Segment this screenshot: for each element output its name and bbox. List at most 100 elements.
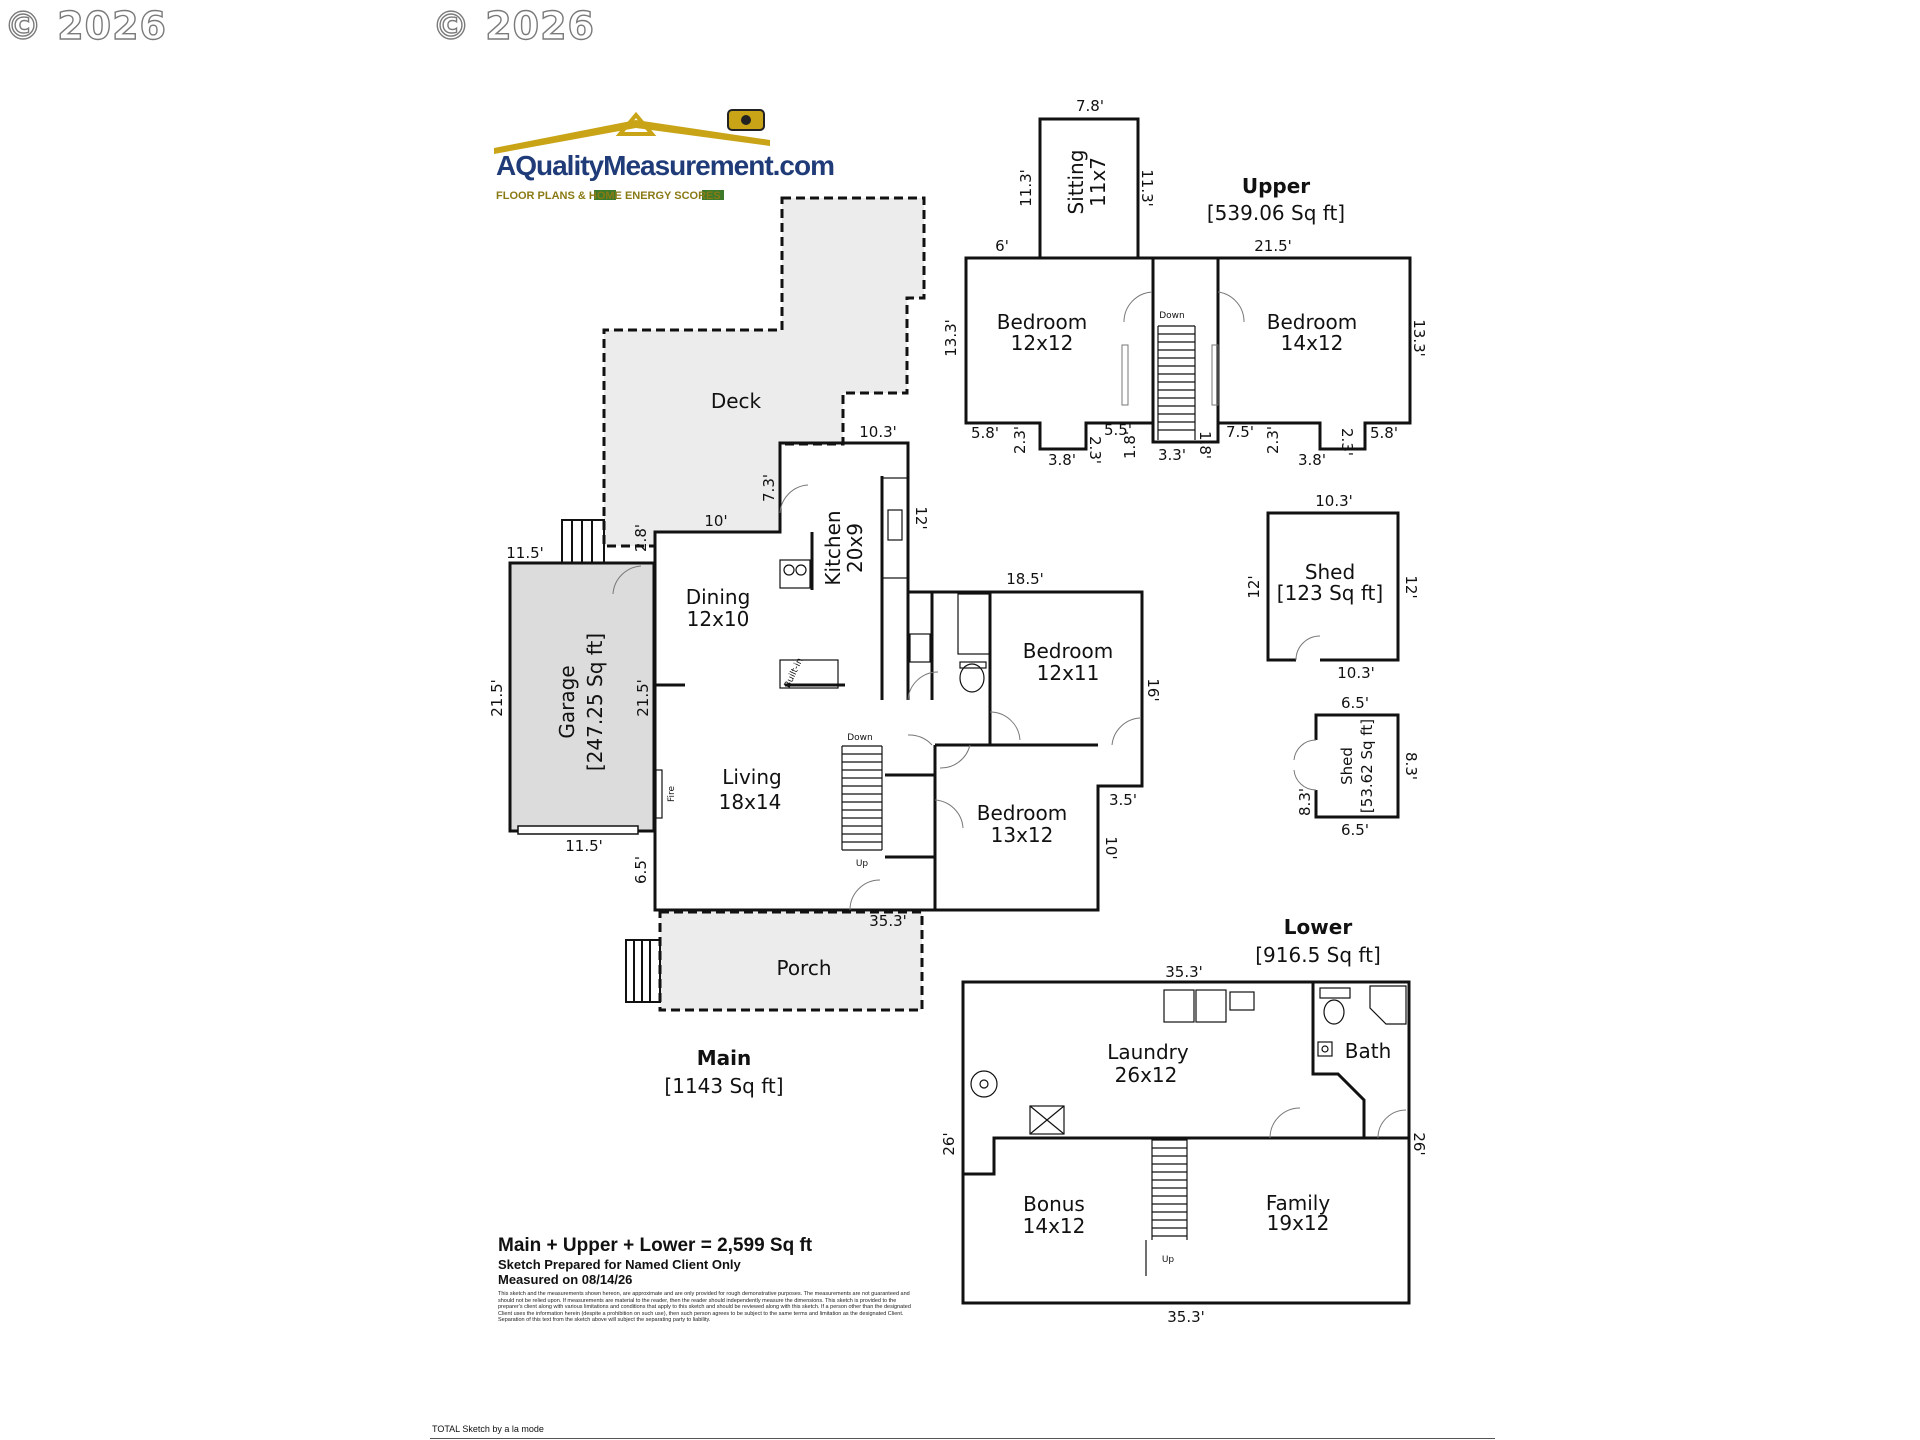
measured-date: Measured on 08/14/26 bbox=[498, 1272, 633, 1287]
dim-label: 11.3' bbox=[1017, 169, 1035, 207]
notes-block: Main + Upper + Lower = 2,599 Sq ft Sketc… bbox=[498, 1235, 918, 1324]
dim-label: 2.3' bbox=[1338, 428, 1356, 456]
dim-label: 11.5' bbox=[506, 544, 544, 562]
total-area: Main + Upper + Lower = 2,599 Sq ft bbox=[498, 1235, 813, 1256]
dim-label: 2.3' bbox=[1264, 426, 1282, 454]
room-laundry-name: Laundry bbox=[1107, 1040, 1189, 1064]
upper-floor bbox=[964, 117, 1412, 451]
dim-label: 3.8' bbox=[1298, 451, 1326, 469]
room-shed-large-size: [123 Sq ft] bbox=[1277, 581, 1383, 605]
fireplace-label: Fire bbox=[667, 786, 677, 803]
room-main-bed-2-size: 13x12 bbox=[991, 823, 1054, 847]
room-main-bed-1-name: Bedroom bbox=[1023, 639, 1113, 663]
room-sitting-name: Sitting bbox=[1064, 150, 1088, 215]
dim-label: 21.5' bbox=[1254, 237, 1292, 255]
dim-label: 6.5' bbox=[632, 856, 650, 884]
dim-label: 13.3' bbox=[1410, 319, 1428, 357]
dim-label: 5.8' bbox=[971, 424, 999, 442]
dim-label: 21.5' bbox=[634, 679, 652, 717]
dim-label: 10.3' bbox=[859, 423, 897, 441]
dim-label: 7.5' bbox=[1226, 423, 1254, 441]
garage-outline bbox=[508, 561, 656, 835]
room-dining-size: 12x10 bbox=[687, 607, 750, 631]
room-bonus-name: Bonus bbox=[1023, 1192, 1085, 1216]
room-upper-bed-right-size: 14x12 bbox=[1281, 331, 1344, 355]
main-fixtures bbox=[655, 477, 991, 819]
logo-graphic bbox=[494, 109, 770, 200]
logo-name: AQualityMeasurement.com bbox=[496, 150, 835, 181]
dim-label: 8.3' bbox=[1402, 752, 1420, 780]
lower-label: Lower bbox=[1284, 915, 1353, 939]
footer-divider bbox=[430, 1438, 1495, 1439]
main-label: Main bbox=[697, 1046, 752, 1070]
upper-area: [539.06 Sq ft] bbox=[1207, 201, 1345, 225]
lower-stairs bbox=[1145, 1138, 1188, 1276]
room-upper-bed-right-name: Bedroom bbox=[1267, 310, 1357, 334]
prepared-note: Sketch Prepared for Named Client Only bbox=[498, 1257, 741, 1272]
dim-label: 10.3' bbox=[1315, 492, 1353, 510]
room-dining-name: Dining bbox=[686, 585, 751, 609]
main-house-walls bbox=[653, 441, 1144, 912]
dim-label: 6' bbox=[995, 237, 1009, 255]
dim-label: 7.8' bbox=[1076, 97, 1104, 115]
dim-label: 2.3' bbox=[1086, 436, 1104, 464]
porch-outline bbox=[658, 910, 924, 1012]
lower-fixtures bbox=[970, 985, 1407, 1135]
dim-label: 5.5' bbox=[1104, 421, 1132, 439]
porch-steps bbox=[625, 939, 661, 1003]
watermark: © 2026 bbox=[3, 3, 167, 48]
upper-down-label: Down bbox=[1159, 311, 1185, 321]
room-porch-name: Porch bbox=[776, 956, 831, 980]
sheds bbox=[1266, 511, 1400, 819]
dim-label: 2.8' bbox=[632, 524, 650, 552]
room-laundry-size: 26x12 bbox=[1115, 1063, 1178, 1087]
dim-label: 5.8' bbox=[1370, 424, 1398, 442]
room-living-name: Living bbox=[722, 765, 781, 789]
room-shed-small-size: [53.62 Sq ft] bbox=[1358, 719, 1376, 813]
dim-label: 13.3' bbox=[942, 319, 960, 357]
room-sitting-size: 11x7 bbox=[1086, 157, 1110, 207]
shed-doors bbox=[1293, 635, 1321, 791]
room-shed-large-name: Shed bbox=[1305, 560, 1355, 584]
dim-label: 26' bbox=[1410, 1132, 1428, 1155]
upper-label: Upper bbox=[1242, 174, 1310, 198]
room-living-size: 18x14 bbox=[719, 790, 782, 814]
room-kitchen-name: Kitchen bbox=[821, 510, 845, 585]
dim-label: 8.3' bbox=[1296, 788, 1314, 816]
room-upper-bed-left-name: Bedroom bbox=[997, 310, 1087, 334]
upper-stairs bbox=[1157, 325, 1196, 440]
room-bath-name: Bath bbox=[1345, 1039, 1392, 1063]
dim-label: 35.3' bbox=[1165, 963, 1203, 981]
dim-label: 6.5' bbox=[1341, 821, 1369, 839]
disclaimer: This sketch and the measurements shown h… bbox=[498, 1291, 911, 1323]
room-bonus-size: 14x12 bbox=[1023, 1214, 1086, 1238]
dim-label: 12' bbox=[1245, 575, 1263, 598]
dim-label: 7.3' bbox=[760, 474, 778, 502]
room-family-name: Family bbox=[1266, 1191, 1331, 1215]
room-deck-name: Deck bbox=[711, 389, 762, 413]
room-main-bed-2-name: Bedroom bbox=[977, 801, 1067, 825]
dim-label: 26' bbox=[940, 1132, 958, 1155]
dim-label: 11.5' bbox=[565, 837, 603, 855]
lower-floor bbox=[961, 980, 1411, 1305]
main-up-label: Up bbox=[856, 859, 869, 869]
dim-label: 3.8' bbox=[1048, 451, 1076, 469]
room-upper-bed-left-size: 12x12 bbox=[1011, 331, 1074, 355]
lower-area: [916.5 Sq ft] bbox=[1255, 943, 1381, 967]
upper-doors bbox=[1121, 291, 1245, 406]
room-family-size: 19x12 bbox=[1267, 1211, 1330, 1235]
dim-label: 21.5' bbox=[488, 679, 506, 717]
dim-label: 3.5' bbox=[1109, 791, 1137, 809]
dim-label: 1.8' bbox=[1121, 431, 1139, 459]
room-main-bed-1-size: 12x11 bbox=[1037, 661, 1100, 685]
room-shed-small-name: Shed bbox=[1338, 747, 1356, 785]
dim-label: 12' bbox=[912, 506, 930, 529]
lower-up-label: Up bbox=[1162, 1255, 1175, 1265]
watermark: © 2026 bbox=[431, 3, 595, 48]
room-garage-size: [247.25 Sq ft] bbox=[583, 633, 607, 771]
dim-label: 6.5' bbox=[1341, 694, 1369, 712]
deck-steps bbox=[561, 519, 605, 565]
dim-label: 12' bbox=[1402, 575, 1420, 598]
logo-tagline: FLOOR PLANS & HOME ENERGY SCORES bbox=[496, 190, 721, 202]
